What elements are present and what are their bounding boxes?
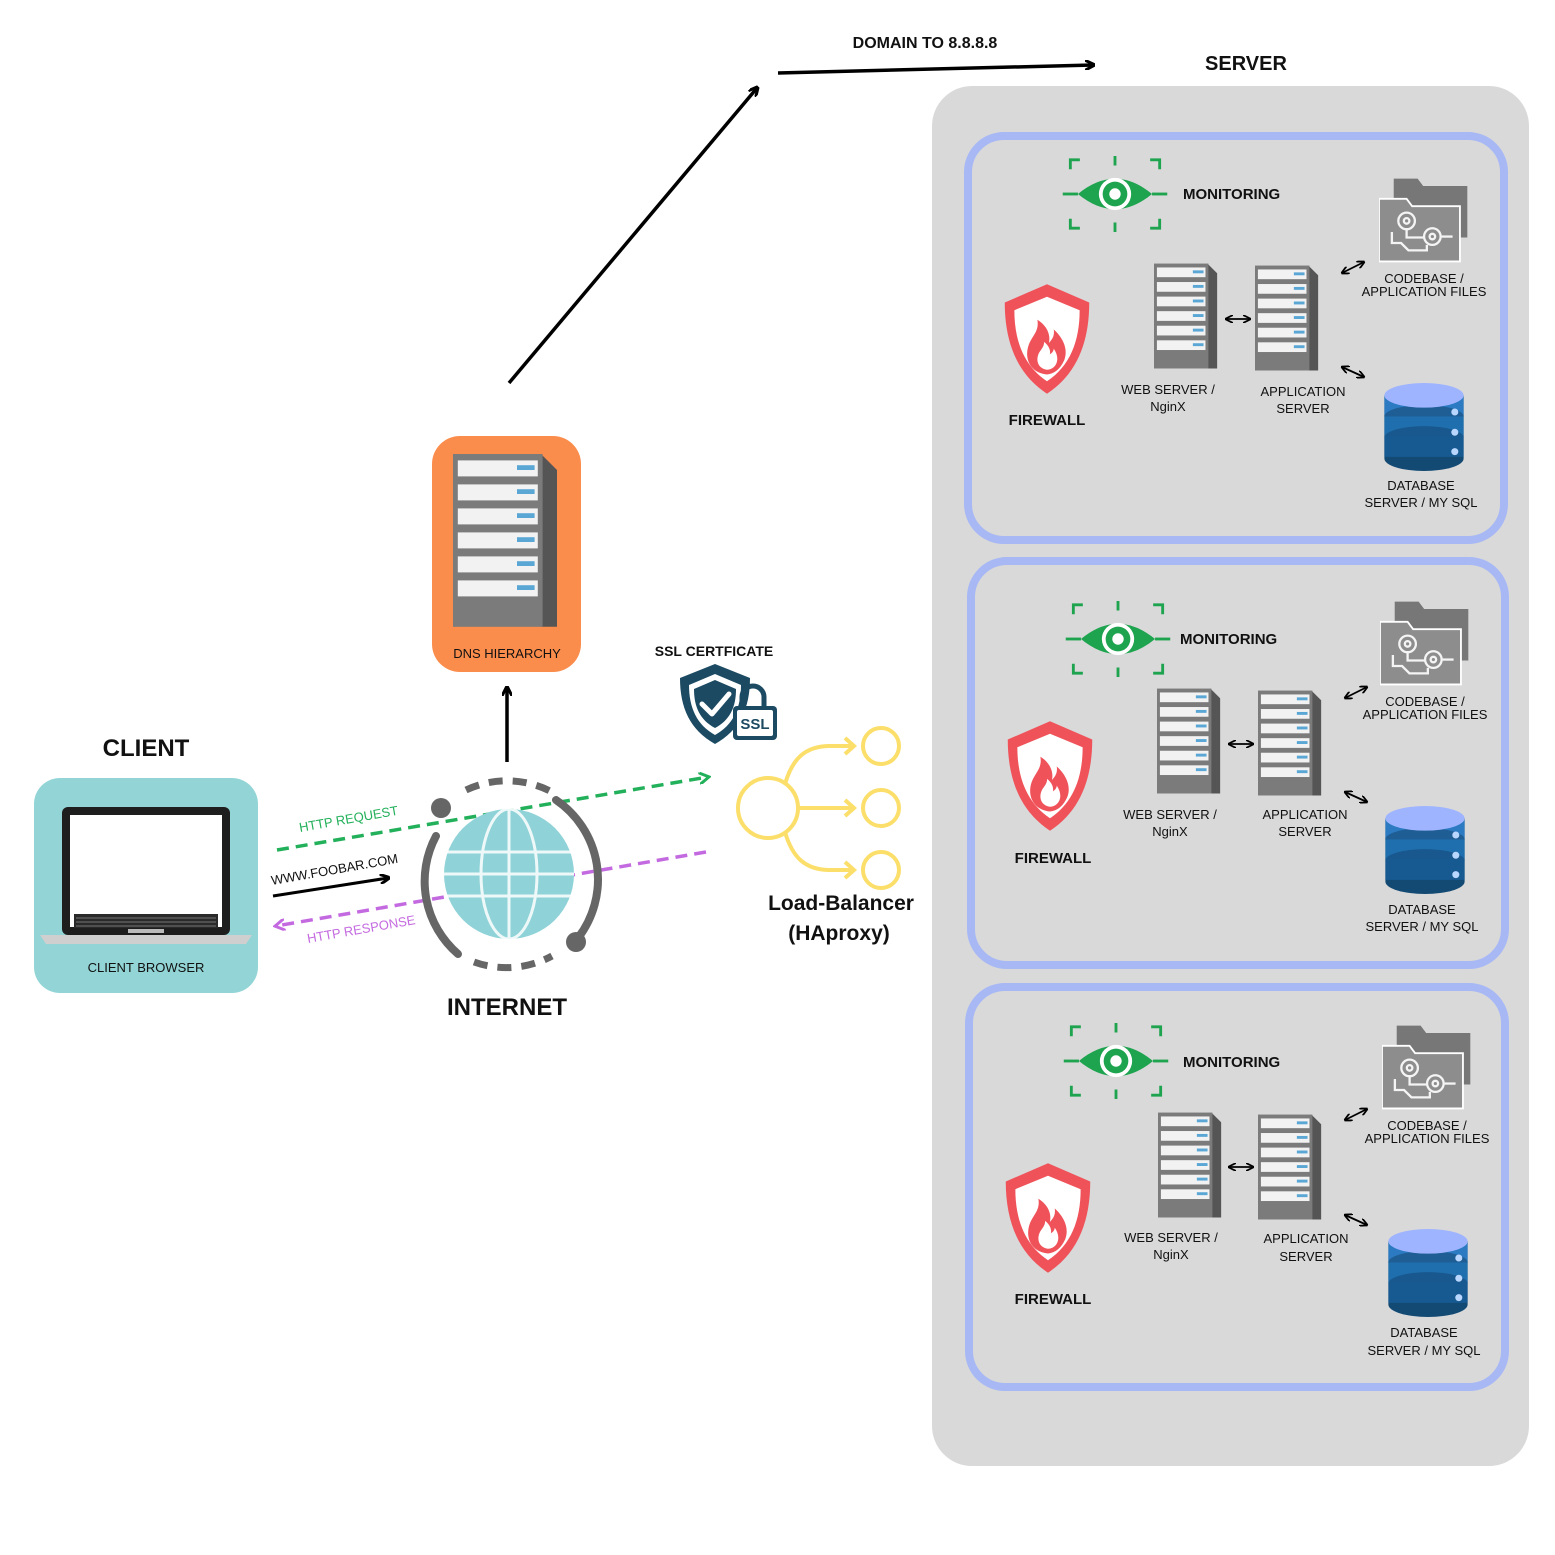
- client-browser-label: CLIENT BROWSER: [88, 960, 205, 975]
- database-label-line2: SERVER / MY SQL: [1368, 1343, 1481, 1358]
- server-rack-icon: [1258, 690, 1322, 796]
- shield-lock-icon: [680, 664, 777, 744]
- app-database-link: [1342, 367, 1364, 377]
- server-rack-icon: [1157, 688, 1221, 794]
- database-label-line1: DATABASE: [1390, 1325, 1458, 1340]
- monitoring-label: MONITORING: [1183, 186, 1280, 203]
- server-heading: SERVER: [1205, 53, 1287, 75]
- internet-label: INTERNET: [447, 994, 567, 1021]
- firewall-label: FIREWALL: [1015, 1291, 1092, 1308]
- http-request-label: HTTP REQUEST: [298, 803, 399, 835]
- load-balancer-label-line2: (HAproxy): [788, 922, 890, 945]
- globe-icon: [420, 777, 602, 972]
- app-server-label-line1: APPLICATION: [1260, 384, 1345, 399]
- firewall-label: FIREWALL: [1015, 850, 1092, 867]
- server-node-frame: [965, 983, 1509, 1391]
- server-rack-icon: [1255, 265, 1319, 371]
- database-icon: [1388, 1229, 1468, 1317]
- web-server-label-line1: WEB SERVER /: [1124, 1230, 1218, 1245]
- database-icon: [1384, 383, 1464, 471]
- app-server-label-line2: SERVER: [1276, 401, 1329, 416]
- server-rack-icon: [1154, 263, 1218, 369]
- laptop-icon: [40, 807, 252, 944]
- codebase-label-line2: APPLICATION FILES: [1363, 707, 1488, 722]
- server-panel: [932, 86, 1529, 1466]
- database-icon: [1385, 806, 1465, 894]
- app-server-label-line1: APPLICATION: [1262, 807, 1347, 822]
- codebase-label-line1: CODEBASE /: [1385, 694, 1465, 709]
- domain-to-server-arrow: [777, 65, 1093, 75]
- server-node-frame: [967, 557, 1509, 969]
- app-codebase-link: [1345, 1109, 1367, 1120]
- url-arrow: [272, 878, 388, 898]
- web-server-label-line1: WEB SERVER /: [1121, 382, 1215, 397]
- monitoring-label: MONITORING: [1183, 1054, 1280, 1071]
- firewall-label: FIREWALL: [1009, 412, 1086, 429]
- web-server-label-line2: NginX: [1152, 824, 1188, 839]
- domain-label: DOMAIN TO 8.8.8.8: [853, 35, 998, 52]
- ssl-badge: SSL: [740, 716, 769, 733]
- server-node-3: MONITORING FIREWALL WEB SERVER / NginX A…: [965, 983, 1509, 1391]
- app-database-link: [1345, 792, 1367, 802]
- load-balancer-icon: [736, 726, 901, 890]
- monitoring-label: MONITORING: [1180, 631, 1277, 648]
- client-heading: CLIENT: [103, 735, 190, 762]
- server-rack-icon: [1158, 1112, 1222, 1218]
- load-balancer-label-line1: Load-Balancer: [768, 892, 914, 915]
- dns-to-domain-arrow: [507, 88, 757, 385]
- codebase-label-line2: APPLICATION FILES: [1362, 284, 1487, 299]
- url-label: WWW.FOOBAR.COM: [270, 851, 399, 888]
- database-label-line2: SERVER / MY SQL: [1365, 495, 1478, 510]
- server-rack-icon: [453, 454, 557, 627]
- app-codebase-link: [1342, 262, 1364, 273]
- web-server-label-line2: NginX: [1150, 399, 1186, 414]
- codebase-label-line1: CODEBASE /: [1387, 1118, 1467, 1133]
- codebase-label-line2: APPLICATION FILES: [1365, 1131, 1490, 1146]
- web-server-label-line2: NginX: [1153, 1247, 1189, 1262]
- app-server-label-line2: SERVER: [1279, 1249, 1332, 1264]
- app-server-label-line2: SERVER: [1278, 824, 1331, 839]
- app-codebase-link: [1345, 687, 1367, 698]
- server-rack-icon: [1258, 1114, 1322, 1220]
- server-node-2: MONITORING FIREWALL WEB SERVER / NginX A…: [967, 557, 1509, 969]
- app-server-label-line1: APPLICATION: [1263, 1231, 1348, 1246]
- app-database-link: [1345, 1215, 1367, 1225]
- server-node-frame: [964, 132, 1508, 544]
- database-label-line1: DATABASE: [1388, 902, 1456, 917]
- ssl-label: SSL CERTFICATE: [655, 643, 774, 659]
- database-label-line2: SERVER / MY SQL: [1366, 919, 1479, 934]
- codebase-label-line1: CODEBASE /: [1384, 271, 1464, 286]
- server-node-1: MONITORING FIREWALL WEB SERVER / NginX A…: [964, 132, 1508, 544]
- database-label-line1: DATABASE: [1387, 478, 1455, 493]
- web-server-label-line1: WEB SERVER /: [1123, 807, 1217, 822]
- dns-label: DNS HIERARCHY: [453, 646, 561, 661]
